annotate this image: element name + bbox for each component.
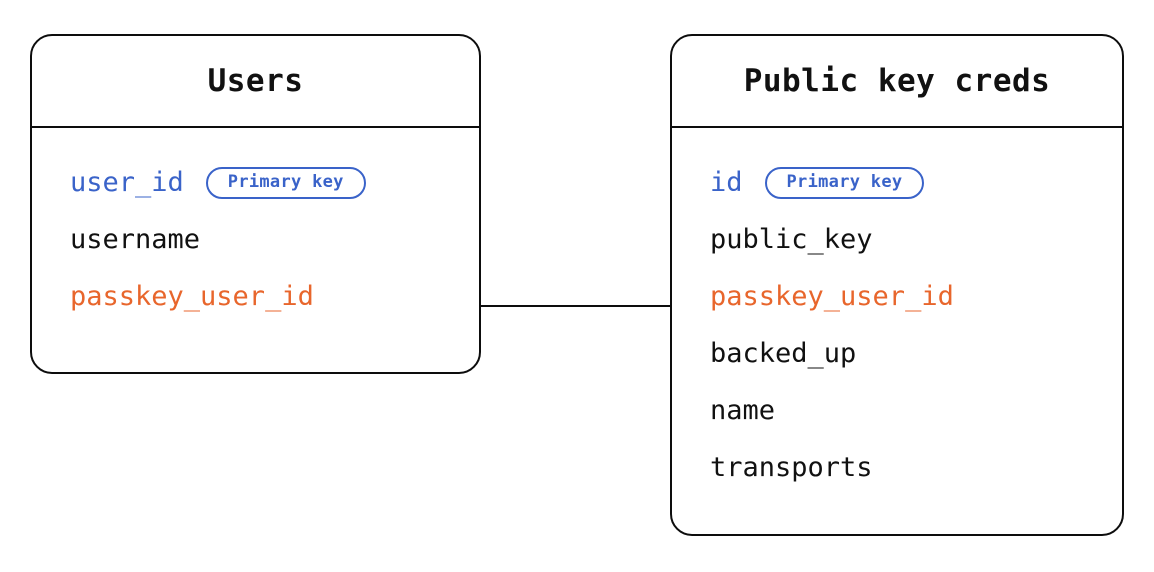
field-row-id[interactable]: id Primary key: [710, 154, 1122, 211]
entity-header-public-key-creds: Public key creds: [672, 36, 1122, 128]
entity-header-users: Users: [32, 36, 479, 128]
field-label-passkey-user-id: passkey_user_id: [70, 281, 314, 312]
field-label-name: name: [710, 395, 776, 426]
field-label-passkey-user-id: passkey_user_id: [710, 281, 954, 312]
field-label-transports: transports: [710, 452, 873, 483]
field-row-public-key[interactable]: public_key: [710, 211, 1122, 268]
entity-field-list-users: user_id Primary key username passkey_use…: [32, 128, 479, 325]
primary-key-badge-label: Primary key: [786, 172, 903, 192]
entity-card-users[interactable]: Users user_id Primary key username passk…: [30, 34, 481, 374]
field-row-passkey-user-id[interactable]: passkey_user_id: [70, 268, 479, 325]
field-label-id: id: [710, 167, 743, 198]
primary-key-badge: Primary key: [764, 166, 925, 199]
relationship-connector-passkey-user-id: [480, 305, 671, 307]
field-row-name[interactable]: name: [710, 382, 1122, 439]
entity-title-public-key-creds: Public key creds: [743, 63, 1051, 99]
field-label-user-id: user_id: [70, 167, 184, 198]
primary-key-badge: Primary key: [205, 166, 366, 199]
field-label-public-key: public_key: [710, 224, 873, 255]
field-label-backed-up: backed_up: [710, 338, 857, 369]
field-row-backed-up[interactable]: backed_up: [710, 325, 1122, 382]
field-row-transports[interactable]: transports: [710, 439, 1122, 496]
field-row-username[interactable]: username: [70, 211, 479, 268]
field-label-username: username: [70, 224, 201, 255]
entity-card-public-key-creds[interactable]: Public key creds id Primary key public_k…: [670, 34, 1124, 536]
field-row-passkey-user-id[interactable]: passkey_user_id: [710, 268, 1122, 325]
entity-field-list-public-key-creds: id Primary key public_key passkey_user_i…: [672, 128, 1122, 496]
field-row-user-id[interactable]: user_id Primary key: [70, 154, 479, 211]
primary-key-badge-label: Primary key: [227, 172, 344, 192]
entity-title-users: Users: [207, 63, 304, 99]
